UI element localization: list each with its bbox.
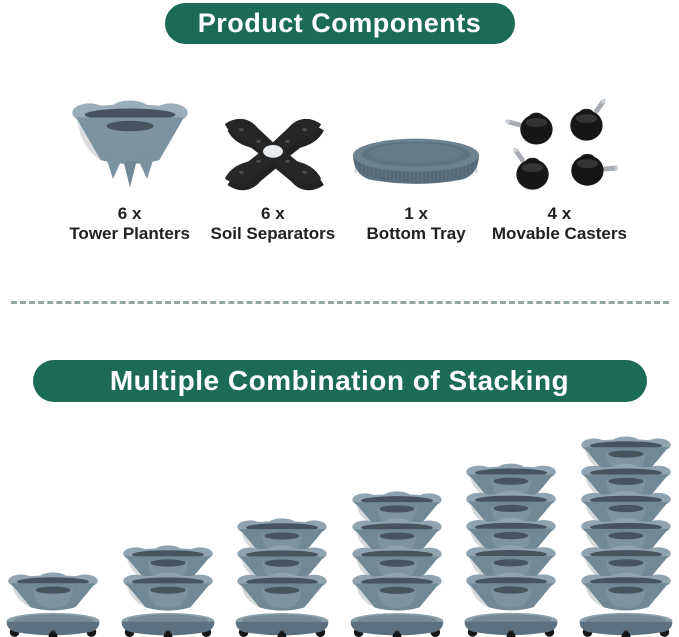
components-section-title: Product Components	[164, 3, 515, 44]
component-name: Tower Planters	[69, 224, 190, 243]
component-label: 1 x Bottom Tray	[367, 204, 466, 244]
components-title-text: Product Components	[197, 8, 482, 38]
component-name: Movable Casters	[491, 224, 627, 243]
stack-tower-6-planters	[578, 436, 674, 637]
component-label: 4 x Movable Casters	[492, 204, 627, 244]
stack-tower-4-planters	[349, 491, 445, 637]
component-name: Bottom Tray	[366, 224, 466, 243]
stacking-section-title: Multiple Combination of Stacking	[32, 360, 647, 402]
stack-tower-3-planters	[234, 518, 330, 637]
component-name: Soil Separators	[210, 224, 336, 243]
component-qty: 6 x	[117, 204, 142, 223]
component-qty: 6 x	[261, 204, 285, 223]
stack-tower-1-planters	[5, 572, 101, 637]
tower-planter-icon	[58, 90, 201, 196]
components-row: 6 x Tower Planters 6 x Soil Separators	[0, 90, 679, 244]
stacking-title-text: Multiple Combination of Stacking	[109, 365, 570, 396]
component-label: 6 x Soil Separators	[211, 204, 336, 244]
bottom-tray-icon	[345, 90, 488, 196]
component-bottom-tray: 1 x Bottom Tray	[345, 90, 488, 244]
component-tower-planters: 6 x Tower Planters	[58, 90, 201, 244]
movable-casters-icon	[488, 90, 631, 196]
component-qty: 4 x	[547, 204, 572, 223]
component-qty: 1 x	[404, 204, 428, 223]
stack-tower-5-planters	[463, 463, 559, 637]
component-movable-casters: 4 x Movable Casters	[488, 90, 631, 244]
soil-separator-icon	[201, 90, 344, 196]
stack-tower-2-planters	[120, 545, 216, 637]
stacking-row	[0, 436, 679, 637]
dashed-divider	[10, 301, 669, 304]
component-soil-separators: 6 x Soil Separators	[201, 90, 344, 244]
component-label: 6 x Tower Planters	[69, 204, 190, 244]
